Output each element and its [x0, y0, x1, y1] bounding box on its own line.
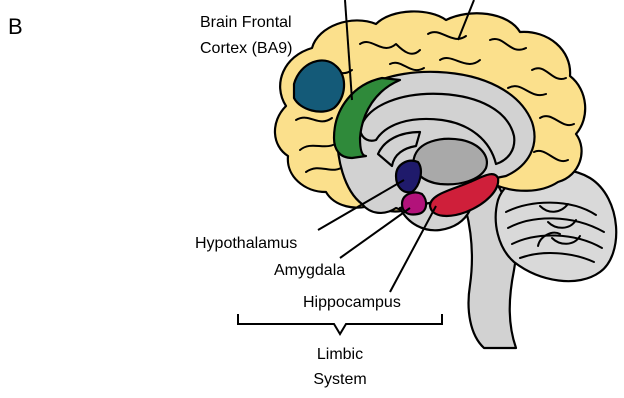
- label-amygdala: Amygdala: [274, 262, 345, 279]
- leader-amygdala: [340, 208, 410, 258]
- label-limbic-line1: Limbic: [317, 346, 363, 363]
- label-hippocampus: Hippocampus: [303, 294, 401, 311]
- panel-letter: B: [8, 14, 23, 39]
- hypothalamus: [396, 161, 421, 193]
- label-frontal-cortex-line1: Brain Frontal: [200, 14, 292, 31]
- label-hypothalamus: Hypothalamus: [195, 235, 297, 252]
- label-frontal-cortex-line2: Cortex (BA9): [200, 40, 292, 57]
- thalamus: [413, 139, 487, 185]
- label-limbic-line2: System: [313, 371, 366, 388]
- limbic-system-bracket: [238, 314, 442, 334]
